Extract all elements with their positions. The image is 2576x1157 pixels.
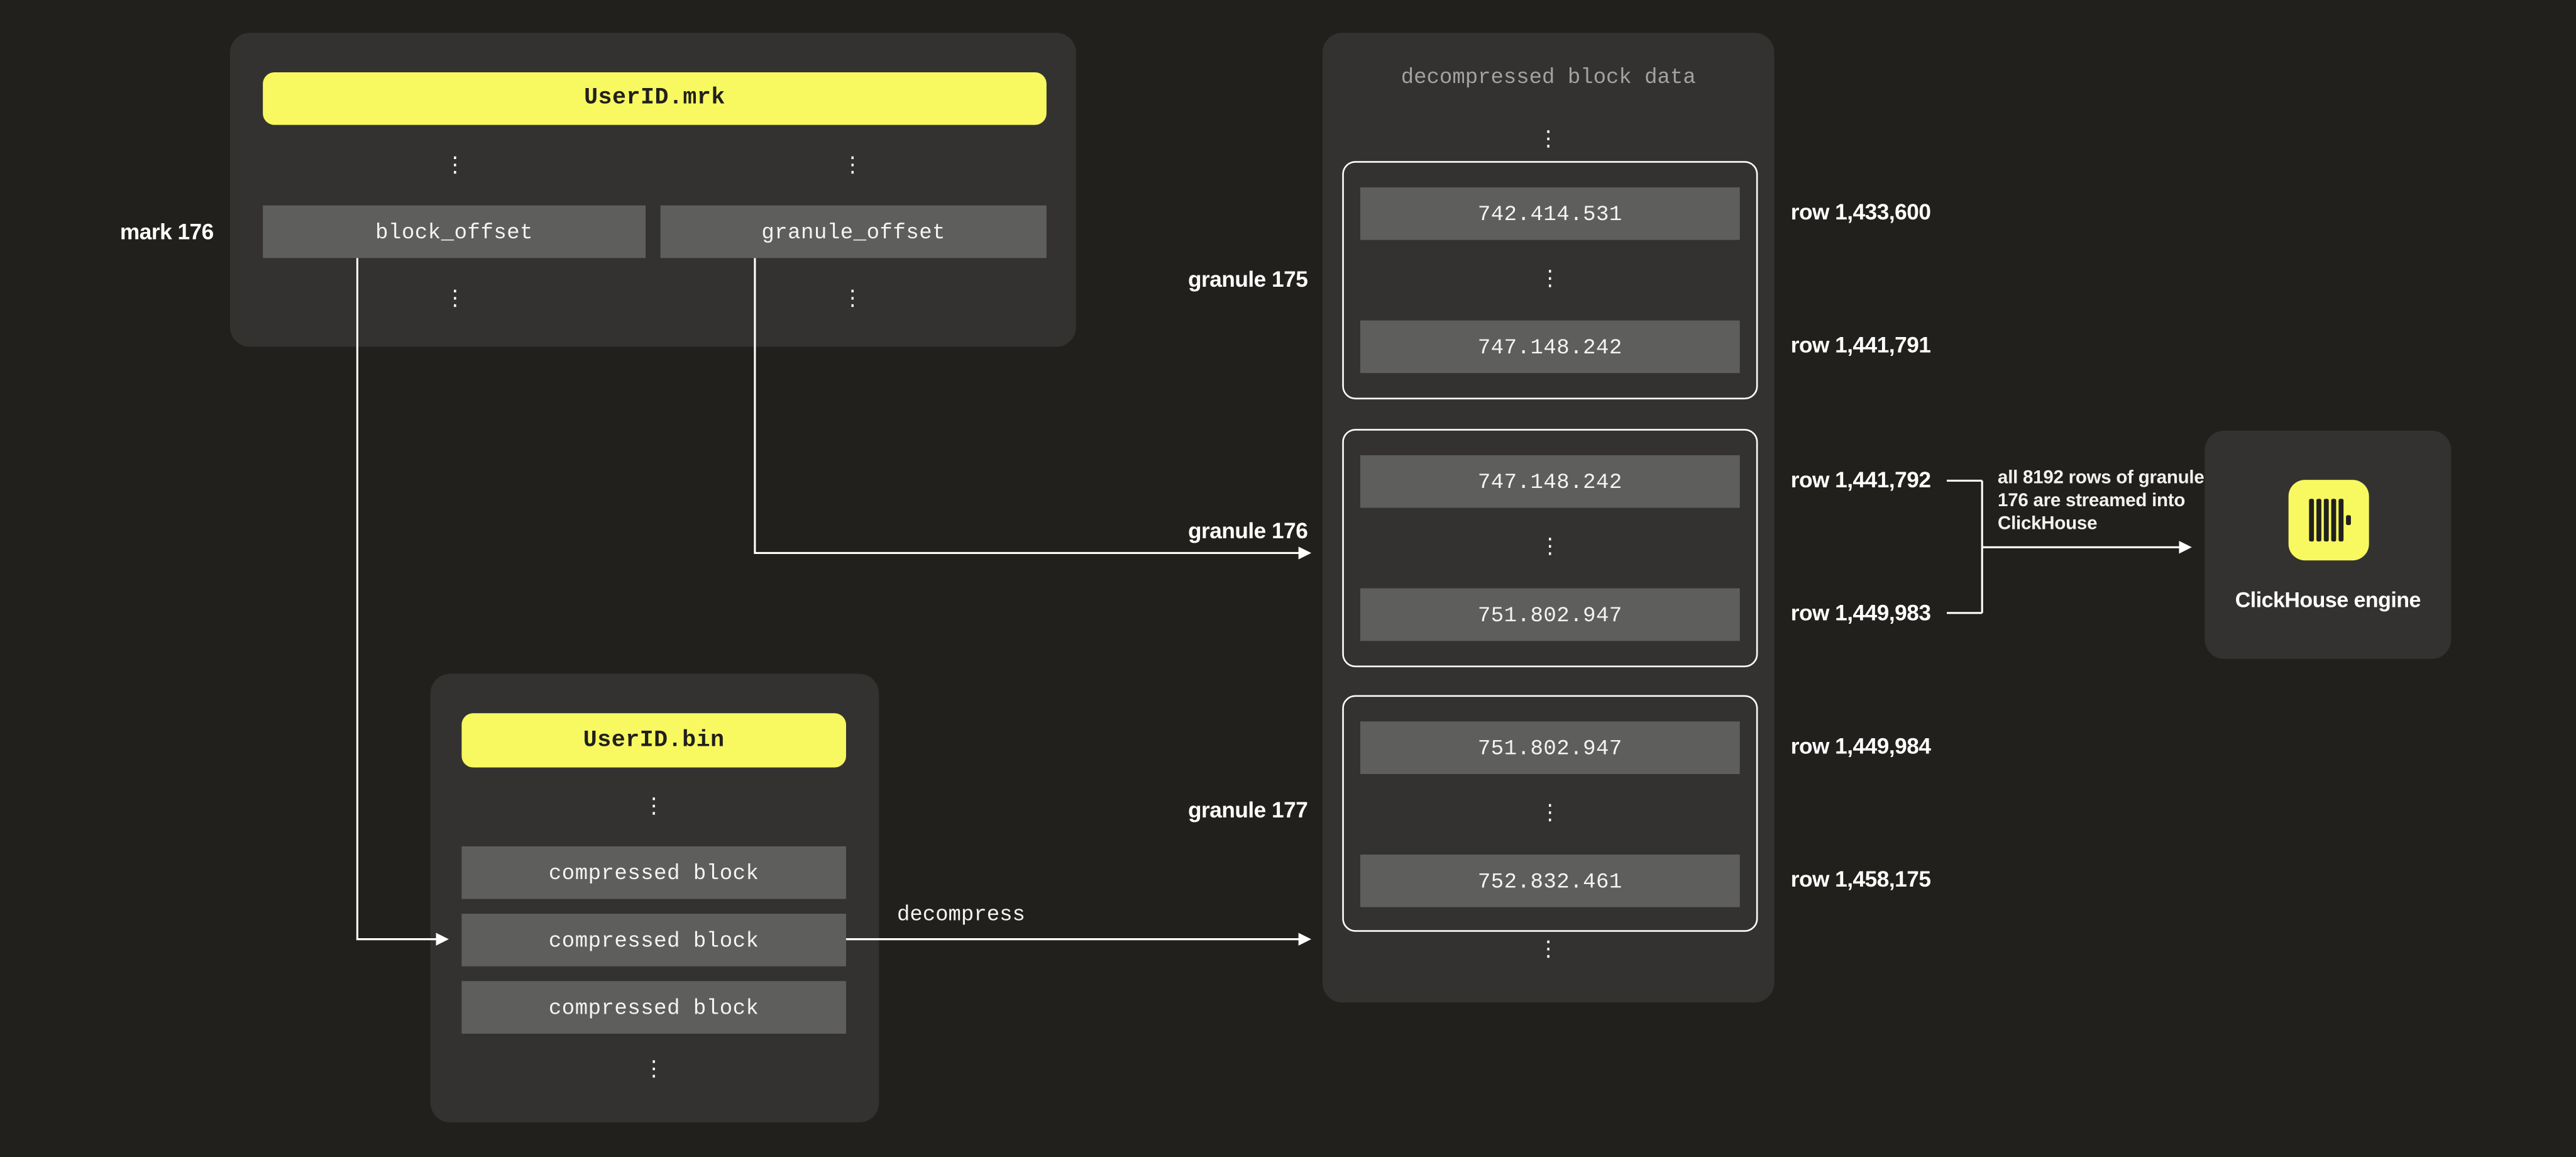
row-label-1458175: row 1,458,175: [1790, 866, 1931, 892]
compressed-block-cell: compressed block: [461, 914, 846, 966]
granule-177-box: 751.802.947 ⋮ 752.832.461: [1342, 695, 1758, 932]
decompressed-block-panel: decompressed block data ⋮ 742.414.531 ⋮ …: [1322, 33, 1775, 1003]
ellipsis: ⋮: [1539, 534, 1561, 560]
row-label-1433600: row 1,433,600: [1790, 199, 1931, 224]
granule-176-label: granule 176: [1187, 518, 1308, 543]
granule-177-label: granule 177: [1187, 797, 1308, 823]
ellipsis: ⋮: [643, 1057, 665, 1083]
clickhouse-logo-tile: [2287, 480, 2369, 561]
ellipsis: ⋮: [643, 794, 665, 819]
annotation-line: all 8192 rows of granule: [1998, 468, 2204, 489]
annotation-line: ClickHouse: [1998, 515, 2098, 535]
ellipsis: ⋮: [1539, 267, 1561, 292]
row-label-1449984: row 1,449,984: [1790, 733, 1931, 759]
granule-176-box: 747.148.242 ⋮ 751.802.947: [1342, 429, 1758, 668]
ellipsis: ⋮: [1538, 127, 1560, 152]
bin-file-header: UserID.bin: [461, 713, 846, 768]
ellipsis: ⋮: [842, 287, 864, 312]
clickhouse-engine-box: ClickHouse engine: [2204, 430, 2452, 660]
annotation-line: 176 are streamed into: [1998, 491, 2186, 512]
granule-177-last-value: 752.832.461: [1360, 855, 1740, 907]
granule-176-first-value: 747.148.242: [1360, 455, 1740, 508]
row-label-1441791: row 1,441,791: [1790, 333, 1931, 358]
ellipsis: ⋮: [444, 287, 466, 312]
mark-176-label: mark 176: [119, 219, 214, 245]
ellipsis: ⋮: [1538, 938, 1560, 963]
row-label-1441792: row 1,441,792: [1790, 467, 1931, 492]
streaming-annotation: all 8192 rows of granule 176 are streame…: [1998, 467, 2218, 536]
mrk-file-header: UserID.mrk: [263, 72, 1047, 125]
granule-176-last-value: 751.802.947: [1360, 588, 1740, 641]
userid-bin-panel: UserID.bin ⋮ compressed block compressed…: [430, 673, 879, 1123]
granule-177-first-value: 751.802.947: [1360, 721, 1740, 774]
ellipsis: ⋮: [1539, 801, 1561, 826]
ellipsis: ⋮: [444, 153, 466, 179]
block-offset-cell: block_offset: [263, 205, 646, 258]
compressed-block-cell: compressed block: [461, 846, 846, 899]
clickhouse-engine-label: ClickHouse engine: [2235, 587, 2421, 612]
decompressed-panel-title: decompressed block data: [1401, 65, 1696, 90]
granule-175-label: granule 175: [1187, 267, 1308, 292]
granule-175-box: 742.414.531 ⋮ 747.148.242: [1342, 161, 1758, 400]
granule-175-first-value: 742.414.531: [1360, 187, 1740, 240]
ellipsis: ⋮: [842, 153, 864, 179]
granule-175-last-value: 747.148.242: [1360, 320, 1740, 374]
compressed-block-cell: compressed block: [461, 981, 846, 1034]
decompress-label: decompress: [896, 902, 1025, 927]
userid-mrk-panel: UserID.mrk ⋮ ⋮ block_offset granule_offs…: [229, 33, 1076, 347]
row-label-1449983: row 1,449,983: [1790, 601, 1931, 626]
clickhouse-logo-icon: [2308, 499, 2350, 542]
granule-offset-cell: granule_offset: [660, 205, 1047, 258]
